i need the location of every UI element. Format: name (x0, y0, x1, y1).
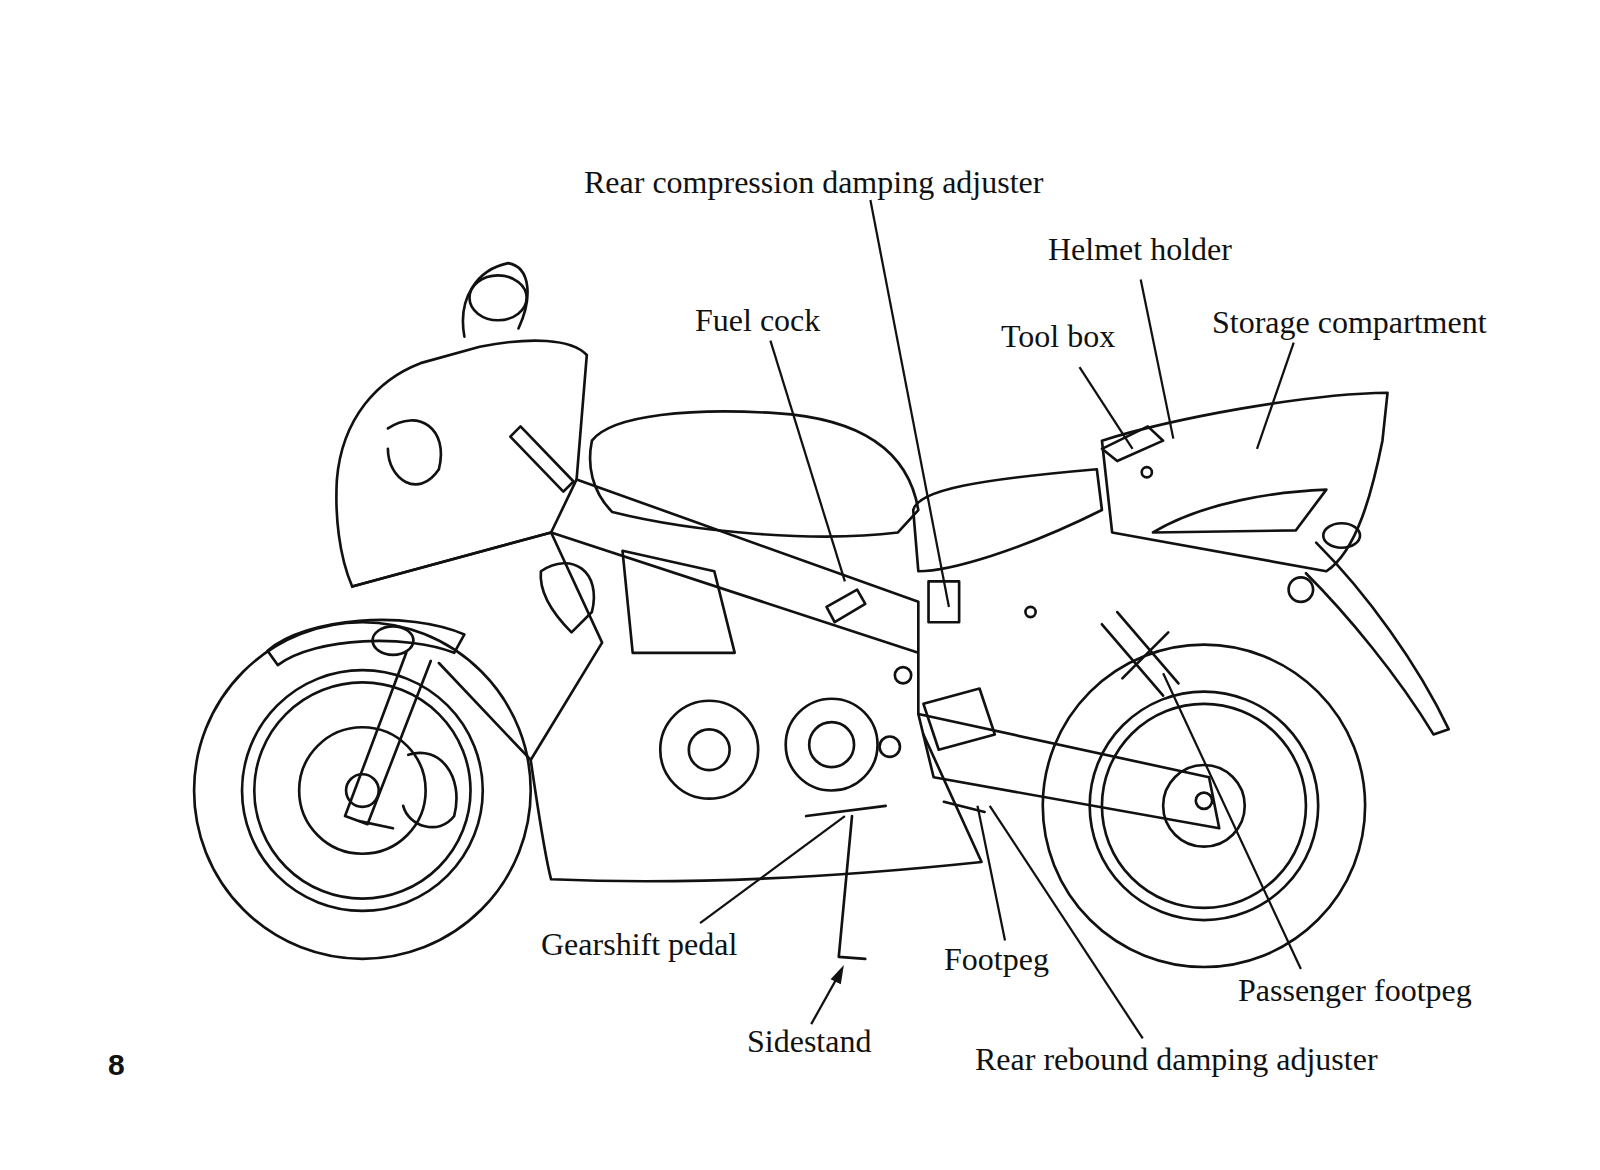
rear-rim-inner (1102, 704, 1306, 908)
handlebar (510, 426, 573, 491)
front-rim-inner (254, 682, 470, 898)
fuel-cock (827, 590, 866, 623)
shock-linkage (923, 689, 994, 750)
rear-axle (1196, 793, 1212, 809)
key-hole (1142, 467, 1152, 477)
part-label: Passenger footpeg (1238, 972, 1472, 1009)
engine-cover-inner (689, 729, 730, 770)
leader-line (1257, 343, 1294, 449)
tail-vent (1153, 490, 1326, 533)
compression-adjuster (929, 581, 960, 622)
part-label: Helmet holder (1048, 231, 1232, 268)
arrow-head (831, 965, 844, 984)
leader-line (990, 806, 1143, 1039)
leader-line (977, 806, 1005, 941)
windscreen (463, 263, 528, 336)
lower-fairing (531, 734, 982, 881)
part-label: Storage compartment (1212, 304, 1487, 341)
fuel-tank (590, 411, 918, 536)
front-rim (242, 670, 483, 911)
passenger-footpeg (1122, 632, 1168, 678)
engine-cover (786, 699, 878, 791)
sidestand (839, 816, 866, 959)
side-panel (352, 532, 602, 759)
rear-rim (1090, 692, 1318, 920)
leader-line (1079, 367, 1132, 449)
frame-bolt (1025, 607, 1035, 617)
seat-cowl (1102, 393, 1388, 572)
leader-line (870, 200, 949, 607)
front-tire (194, 622, 531, 959)
part-label: Rear rebound damping adjuster (975, 1041, 1378, 1078)
front-fender (268, 620, 465, 665)
brake-caliper (403, 753, 456, 827)
part-label: Fuel cock (695, 302, 820, 339)
front-wheel (194, 622, 531, 959)
mirror (470, 275, 527, 320)
frame-spar (551, 479, 918, 714)
part-label: Rear compression damping adjuster (584, 164, 1043, 201)
front-turn-signal (373, 626, 414, 655)
leader-line (1141, 279, 1174, 438)
page-number: 8 (108, 1046, 125, 1083)
exhaust-stub (1289, 577, 1313, 601)
engine-bolt (895, 667, 911, 683)
tool-box-lock (1102, 426, 1163, 461)
swingarm (918, 714, 1219, 828)
fairing-vents (541, 551, 735, 653)
part-label: Sidestand (747, 1023, 871, 1060)
engine-bolt (880, 736, 900, 756)
engine-cover (660, 701, 758, 799)
part-label: Tool box (1001, 318, 1115, 355)
rear-fender (1306, 543, 1449, 735)
upper-fairing (336, 341, 586, 587)
part-label: Gearshift pedal (541, 926, 737, 963)
engine-cover-inner (809, 722, 854, 767)
leader-line (1163, 673, 1301, 969)
seat (913, 469, 1102, 571)
leader-line (700, 816, 845, 923)
front-disc (299, 727, 425, 853)
leader-line (770, 341, 844, 582)
fairing-opening (388, 420, 441, 484)
part-label: Footpeg (944, 941, 1049, 978)
front-fork (345, 653, 431, 828)
rear-turn-signal (1323, 523, 1360, 547)
gearshift-pedal (806, 806, 886, 816)
